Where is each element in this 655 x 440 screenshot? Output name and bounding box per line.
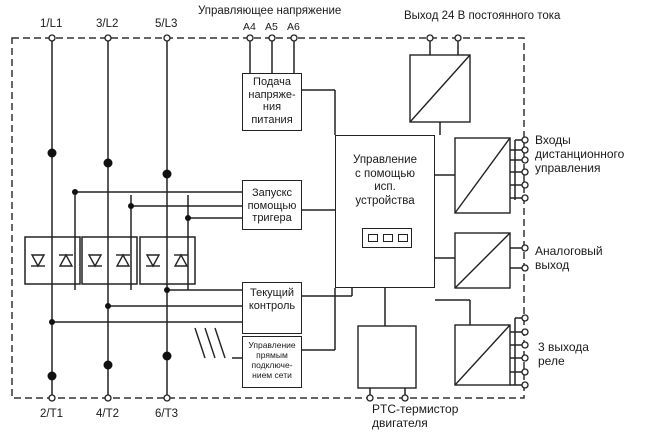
label-l1: 1/L1 (40, 18, 63, 30)
display-segment (383, 234, 393, 242)
bypass-contacts (194, 327, 226, 359)
label-relay-outputs: 3 выхода реле (538, 340, 589, 368)
label-l2: 3/L2 (96, 18, 119, 30)
current-control-block: Текущий контроль (242, 282, 302, 334)
phase-lines (24, 40, 196, 398)
current-control-label: Текущий контроль (248, 287, 296, 312)
junction-dots (47, 148, 191, 381)
label-t1: 2/T1 (40, 408, 64, 420)
label-ptc: PTC-термистор двигателя (372, 402, 459, 430)
bypass-control-label: Управление прямым подключе- нием сети (248, 340, 296, 380)
label-t2: 4/T2 (96, 408, 120, 420)
label-l3: 5/L3 (155, 18, 178, 30)
label-analog-output: Аналоговый выход (535, 244, 603, 272)
label-remote-inputs: Входы дистанционного управления (535, 133, 625, 175)
label-a4: A4 (243, 21, 256, 33)
internal-wires (52, 40, 525, 398)
power-supply-label: Подача напряже- ния питания (248, 76, 296, 126)
display-frame (362, 228, 412, 248)
display-segment (368, 234, 378, 242)
converter-blocks (357, 54, 511, 389)
terminals (48, 34, 529, 402)
label-t3: 6/T3 (155, 408, 179, 420)
housing-outline (11, 37, 525, 399)
label-control-voltage: Управляющее напряжение (198, 5, 342, 17)
power-supply-block: Подача напряже- ния питания (242, 73, 302, 131)
main-controller-label: Управление с помощью исп. устройства (353, 154, 417, 207)
display-segment (398, 234, 408, 242)
label-a5: A5 (265, 21, 278, 33)
label-dc-output: Выход 24 В постоянного тока (404, 10, 561, 22)
thyristor-symbols (30, 253, 189, 268)
main-controller-block: Управление с помощью исп. устройства (335, 135, 435, 288)
label-a6: A6 (287, 21, 300, 33)
bypass-control-block: Управление прямым подключе- нием сети (242, 336, 302, 388)
trigger-block: Запускс помощью тригера (242, 180, 302, 230)
trigger-label: Запускс помощью тригера (247, 187, 297, 224)
